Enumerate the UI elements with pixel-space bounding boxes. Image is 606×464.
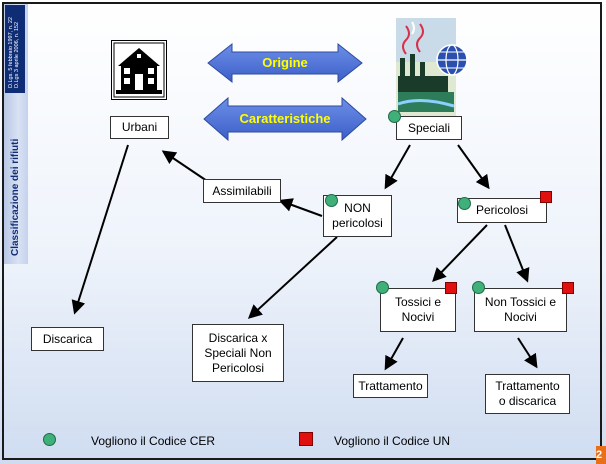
node-trattamento-discarica-line1: Trattamento	[495, 379, 560, 393]
house-icon	[111, 40, 167, 100]
node-speciali: Speciali	[396, 116, 462, 140]
arrow-pericolosi-tossici	[432, 224, 488, 283]
caratteristiche-label: Caratteristiche	[239, 111, 331, 126]
legend-un-marker	[299, 432, 313, 446]
slide-frame	[2, 2, 602, 460]
node-discarica-speciali: Discarica x Speciali Non Pericolosi	[192, 324, 284, 382]
node-non-pericolosi-line1: NON	[344, 201, 371, 215]
caratteristiche-double-arrow	[203, 96, 367, 142]
node-non-tossici-line1: Non Tossici e	[484, 295, 557, 309]
arrow-speciali-pericolosi	[457, 144, 490, 190]
arrow-speciali-nonpericolosi	[384, 144, 411, 190]
node-discarica-speciali-line2: Speciali Non	[204, 345, 272, 360]
node-tossici-line1: Tossici e	[394, 295, 441, 309]
origine-double-arrow	[207, 42, 363, 84]
arrow-nonpericolosi-discarica-speciali	[247, 236, 338, 319]
node-discarica-speciali-line3: Pericolosi	[211, 360, 265, 375]
node-trattamento-discarica: Trattamento o discarica	[485, 374, 570, 414]
node-non-pericolosi-line2: pericolosi	[332, 216, 383, 230]
cer-marker-non-pericolosi	[325, 194, 338, 207]
arrow-urbani-discarica	[71, 144, 129, 315]
page-number: 2	[596, 446, 606, 464]
legend-un-text: Vogliono il Codice UN	[334, 434, 451, 448]
node-discarica: Discarica	[31, 327, 104, 351]
legend-cer-marker	[43, 433, 56, 446]
node-non-tossici-line2: Nocivi	[504, 310, 537, 324]
node-non-tossici-nocivi: Non Tossici e Nocivi	[474, 288, 567, 332]
un-marker-non-tossici	[562, 282, 574, 294]
node-urbani: Urbani	[110, 116, 169, 139]
cer-marker-pericolosi	[458, 197, 471, 210]
origine-label: Origine	[262, 55, 308, 70]
node-tossici-line2: Nocivi	[401, 310, 435, 324]
arrow-assimilabili-urbani	[161, 150, 211, 184]
un-marker-tossici	[445, 282, 457, 294]
node-tossici-nocivi: Tossici e Nocivi	[380, 288, 456, 332]
arrow-pericolosi-nontossici	[504, 224, 530, 283]
arrow-tossici-trattamento	[384, 337, 404, 371]
un-marker-pericolosi	[540, 191, 552, 203]
node-trattamento: Trattamento	[353, 374, 428, 398]
sidebar-header	[5, 5, 25, 93]
arrow-nonpericolosi-assimilabili	[278, 198, 323, 217]
cer-marker-tossici	[376, 281, 389, 294]
node-trattamento-discarica-line2: o discarica	[498, 394, 557, 408]
arrow-nontossici-trattamento-discarica	[517, 337, 538, 369]
factory-globe-icon	[396, 18, 468, 116]
cer-marker-non-tossici	[472, 281, 485, 294]
node-discarica-speciali-line1: Discarica x	[208, 330, 268, 345]
cer-marker-speciali	[388, 110, 401, 123]
node-assimilabili: Assimilabili	[203, 179, 281, 203]
node-pericolosi: Pericolosi	[457, 198, 547, 223]
legend-cer-text: Vogliono il Codice CER	[91, 434, 216, 448]
